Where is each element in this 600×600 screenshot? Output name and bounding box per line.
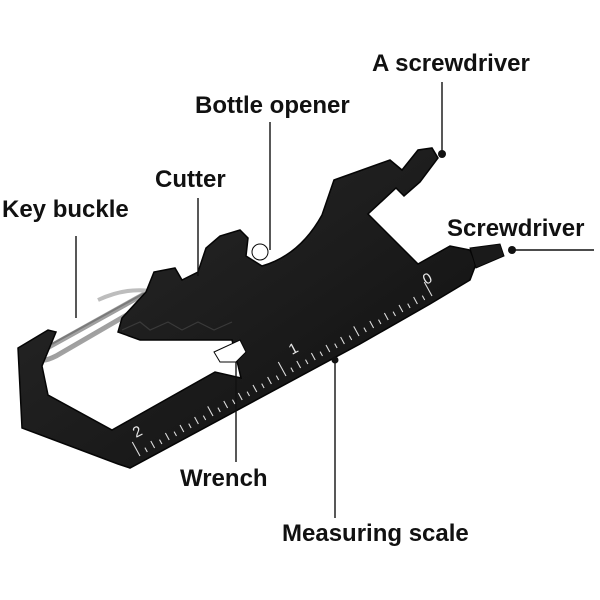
label-bottle-opener: Bottle opener — [195, 92, 350, 119]
ruler-tick — [392, 311, 396, 317]
ruler-tick — [131, 441, 141, 457]
ruler-tick — [194, 416, 199, 425]
ruler-tick — [319, 351, 323, 357]
ruler-tick — [202, 415, 207, 421]
ruler-tick — [369, 320, 375, 329]
ruler-tick — [296, 360, 302, 369]
ruler-tick — [261, 383, 265, 389]
measuring-scale-ruler — [131, 281, 433, 457]
ruler-tick — [290, 367, 294, 373]
ruler-tick — [237, 392, 243, 401]
ruler-tick — [267, 376, 272, 385]
label-a-screwdriver: A screwdriver — [372, 50, 530, 77]
label-measuring-scale: Measuring scale — [282, 520, 469, 547]
multitool-body — [17, 147, 505, 469]
ruler-tick — [232, 399, 236, 405]
ruler-tick — [252, 384, 258, 393]
label-key-buckle: Key buckle — [2, 196, 129, 223]
ruler-tick — [305, 359, 309, 365]
ruler-tick — [144, 447, 148, 453]
ruler-tick — [378, 319, 382, 325]
ruler-tick — [277, 361, 287, 377]
ruler-tick — [275, 375, 280, 381]
ruler-tick — [207, 406, 214, 417]
ruler-tick — [164, 432, 170, 441]
ruler-tick — [423, 281, 433, 297]
leader-measuring-scale — [331, 356, 339, 518]
label-screwdriver: Screwdriver — [447, 215, 584, 242]
ruler-tick — [421, 295, 426, 301]
ruler-tick — [407, 303, 411, 309]
leader-a-screwdriver — [438, 82, 446, 158]
ruler-tick — [325, 344, 331, 353]
ruler-tick — [363, 327, 367, 333]
ruler-tick — [348, 335, 353, 341]
label-wrench: Wrench — [180, 465, 268, 492]
ruler-tick — [179, 424, 185, 433]
ruler-tick — [334, 343, 338, 349]
ruler-tick — [159, 439, 163, 445]
ruler-tick — [353, 326, 360, 337]
ruler-tick — [383, 312, 389, 321]
ruler-tick — [223, 400, 229, 409]
ruler-tick — [150, 440, 156, 449]
label-cutter: Cutter — [155, 166, 226, 193]
ruler-tick — [310, 352, 316, 361]
leader-screwdriver — [508, 246, 594, 254]
ruler-tick — [246, 391, 250, 397]
ruler-tick — [217, 407, 221, 413]
ruler-tick — [173, 431, 177, 437]
ruler-tick — [413, 296, 418, 305]
ruler-tick — [340, 336, 345, 345]
ruler-tick — [188, 423, 192, 429]
ruler-tick — [398, 304, 404, 313]
